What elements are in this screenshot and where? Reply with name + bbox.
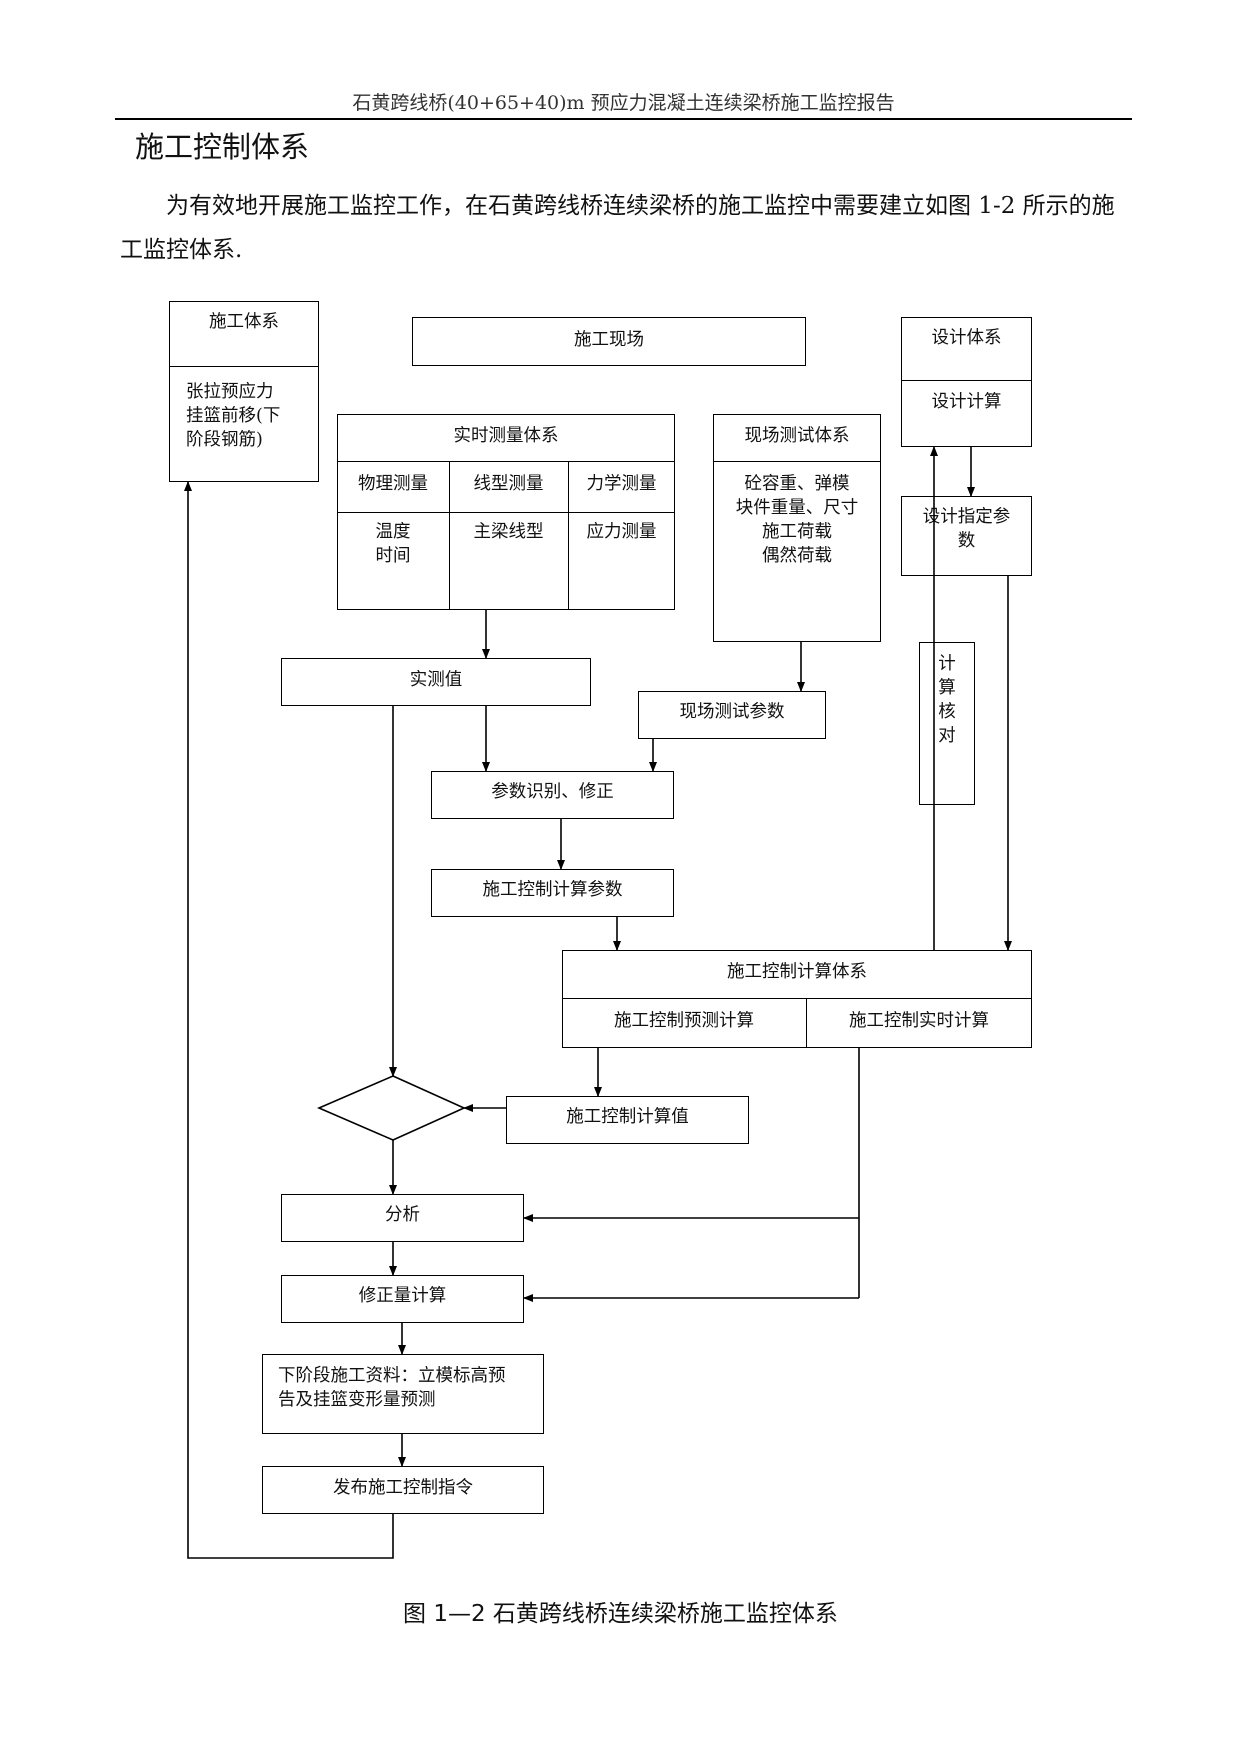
body-paragraph: 为有效地开展施工监控工作，在石黄跨线桥连续梁桥的施工监控中需要建立如图 1-2 … [120,193,1115,263]
physical-measure-line-2: 时间 [375,546,411,566]
field-test-line-4: 偶然荷载 [762,546,832,566]
field-test-divider [713,461,881,462]
physical-measure-head: 物理测量 [358,474,428,494]
analysis-box [281,1194,524,1242]
measured-value-label: 实测值 [409,670,463,690]
calc-system-title: 施工控制计算体系 [727,962,867,982]
section-title: 施工控制体系 [135,130,310,164]
correction-label: 修正量计算 [358,1286,447,1306]
realtime-calc-label: 施工控制实时计算 [849,1011,989,1031]
construction-system-line-1: 张拉预应力 [186,382,274,402]
field-test-line-1: 砼容重、弹模 [744,474,850,494]
check-calc-char-4: 对 [938,726,956,746]
publish-box [262,1466,544,1514]
construction-system-line-2: 挂篮前移(下 [186,406,281,426]
param-id-label: 参数识别、修正 [491,782,614,802]
force-measure-body: 应力测量 [586,522,657,542]
check-calc-box [919,642,975,805]
calc-system-divider [562,998,1032,999]
realtime-divider-2 [337,512,675,513]
shape-measure-head: 线型测量 [473,474,544,494]
design-system-box [901,317,1032,447]
site-label: 施工现场 [574,330,644,350]
param-id-box [431,771,674,819]
construction-system-divider [169,366,319,367]
predict-calc-label: 施工控制预测计算 [614,1011,754,1031]
design-calc-label: 设计计算 [931,392,1002,412]
design-system-title: 设计体系 [931,328,1002,348]
shape-measure-body: 主梁线型 [473,522,544,542]
next-stage-line-2: 告及挂篮变形量预测 [278,1390,436,1410]
publish-label: 发布施工控制指令 [333,1478,473,1498]
compare-diamond [316,1075,466,1141]
feedback-loop-to-construction [184,481,394,1559]
check-calc-char-3: 核 [938,702,956,722]
design-system-divider [901,380,1032,381]
realtime-title: 实时测量体系 [453,426,559,446]
next-stage-line-1: 下阶段施工资料：立模标高预 [278,1366,506,1386]
ctrl-params-label: 施工控制计算参数 [482,880,623,900]
ctrl-params-box [431,869,674,917]
physical-measure-line-1: 温度 [375,522,411,542]
construction-system-box [169,301,319,482]
calc-system-col-divider [806,998,807,1048]
force-measure-head: 力学测量 [586,474,657,494]
figure-caption: 图 1—2 石黄跨线桥连续梁桥施工监控体系 [403,1601,838,1627]
realtime-divider-1 [337,461,675,462]
calc-system-box [562,950,1032,1048]
ctrl-value-label: 施工控制计算值 [566,1107,689,1127]
measured-value-box [281,658,591,706]
check-calc-char-1: 计 [938,654,956,674]
field-params-box [638,691,826,739]
field-test-line-2: 块件重量、尺寸 [735,498,859,518]
field-test-line-3: 施工荷载 [762,522,832,542]
field-test-box [713,414,881,642]
design-params-box [901,496,1032,576]
realtime-col-divider-2 [568,461,569,610]
field-params-label: 现场测试参数 [679,702,785,722]
correction-box [281,1275,524,1323]
design-params-line-2: 数 [957,531,976,551]
realtime-col-divider-1 [449,461,450,610]
check-calc-char-2: 算 [938,678,956,698]
construction-system-line-3: 阶段钢筋) [186,430,263,450]
site-box [412,317,806,366]
analysis-label: 分析 [385,1205,420,1225]
field-test-title: 现场测试体系 [744,426,850,446]
page-header: 石黄跨线桥(40+65+40)m 预应力混凝土连续梁桥施工监控报告 [352,92,895,114]
ctrl-value-box [506,1096,749,1144]
header-rule [115,118,1132,120]
design-params-line-1: 设计指定参 [922,507,1011,527]
construction-system-title: 施工体系 [209,312,279,332]
